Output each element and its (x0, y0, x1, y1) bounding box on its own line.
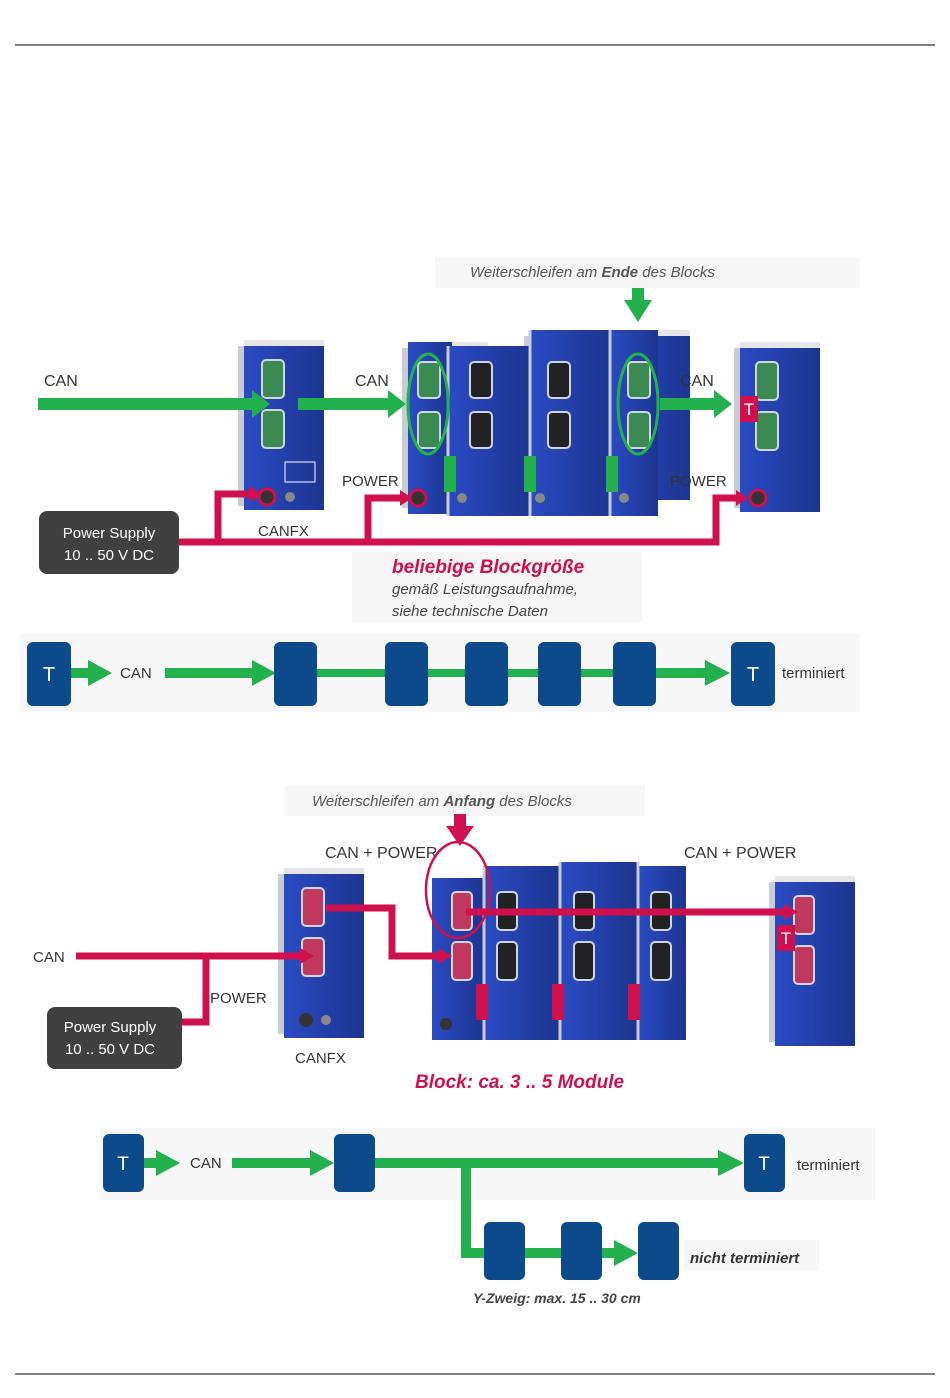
schema2-can-label: CAN (190, 1155, 222, 1172)
power-supply-box-2: Power Supply 10 .. 50 V DC (47, 1007, 182, 1069)
block-size-sub1: gemäß Leistungsaufnahme, (392, 581, 578, 598)
schema1-node (385, 642, 428, 706)
schema-2: T CAN T terminiert nicht terminiert Y-Zw… (100, 1128, 875, 1306)
power-supply-title-2: Power Supply (64, 1019, 157, 1036)
power-lines-magenta (178, 490, 740, 546)
termination-t-label: T (744, 400, 754, 419)
module-block-2 (424, 840, 686, 1040)
schema1-terminated: terminiert (782, 665, 845, 682)
canfx-label: CANFX (258, 523, 309, 540)
can-label-2: CAN (33, 949, 65, 966)
canfx-label-2: CANFX (295, 1050, 346, 1067)
schema1-t-left: T (43, 664, 55, 686)
schema1-can-label: CAN (120, 665, 152, 682)
schema1-node (538, 642, 581, 706)
schema2-terminated: terminiert (797, 1157, 860, 1174)
power-supply-title: Power Supply (63, 525, 156, 542)
canfx-module (238, 340, 324, 510)
schema2-branch-node (484, 1222, 525, 1280)
block-caption: Block: ca. 3 .. 5 Module (415, 1072, 624, 1093)
schema-1: T CAN T terminiert (20, 634, 860, 712)
schema2-branch-node (638, 1222, 679, 1280)
can-power-label-left: CAN + POWER (325, 845, 437, 862)
can-label-mid: CAN (355, 373, 389, 390)
terminated-module: T (734, 342, 820, 512)
power-supply-voltage: 10 .. 50 V DC (64, 547, 154, 564)
schema2-node (334, 1134, 375, 1192)
terminated-module-2: T (769, 876, 855, 1046)
can-label-right: CAN (680, 373, 714, 390)
schema2-not-terminated: nicht terminiert (690, 1250, 800, 1267)
block-size-title: beliebige Blockgröße (392, 557, 585, 578)
canfx-module-2 (278, 868, 364, 1038)
green-down-arrow (624, 288, 652, 322)
schema2-t-left: T (117, 1154, 129, 1175)
module-block (402, 330, 690, 516)
can-label-left: CAN (44, 373, 78, 390)
y-branch-caption: Y-Zweig: max. 15 .. 30 cm (473, 1290, 641, 1306)
diagram-1: Weiterschleifen am Ende des Blocks (38, 258, 860, 622)
schema1-node (274, 642, 317, 706)
diagram-2: Weiterschleifen am Anfang des Blocks CAN… (33, 786, 855, 1093)
schema2-branch-node (561, 1222, 602, 1280)
magenta-down-arrow (446, 814, 474, 846)
block-size-sub2: siehe technische Daten (392, 603, 548, 620)
can-power-label-right: CAN + POWER (684, 845, 796, 862)
diagram2-caption: Weiterschleifen am Anfang des Blocks (312, 793, 572, 810)
power-label-right: POWER (670, 473, 727, 490)
power-label-2: POWER (210, 990, 267, 1007)
can-arrows-green (38, 390, 732, 418)
schema2-t-right: T (758, 1154, 770, 1175)
schema1-node (613, 642, 656, 706)
can-power-lines-magenta (76, 904, 786, 1026)
power-supply-voltage-2: 10 .. 50 V DC (65, 1041, 155, 1058)
power-supply-box: Power Supply 10 .. 50 V DC (39, 511, 179, 574)
power-label-mid: POWER (342, 473, 399, 490)
termination-t-label-2: T (781, 929, 791, 948)
schema1-t-right: T (747, 664, 759, 686)
diagram1-caption: Weiterschleifen am Ende des Blocks (470, 264, 715, 281)
schema1-node (465, 642, 508, 706)
